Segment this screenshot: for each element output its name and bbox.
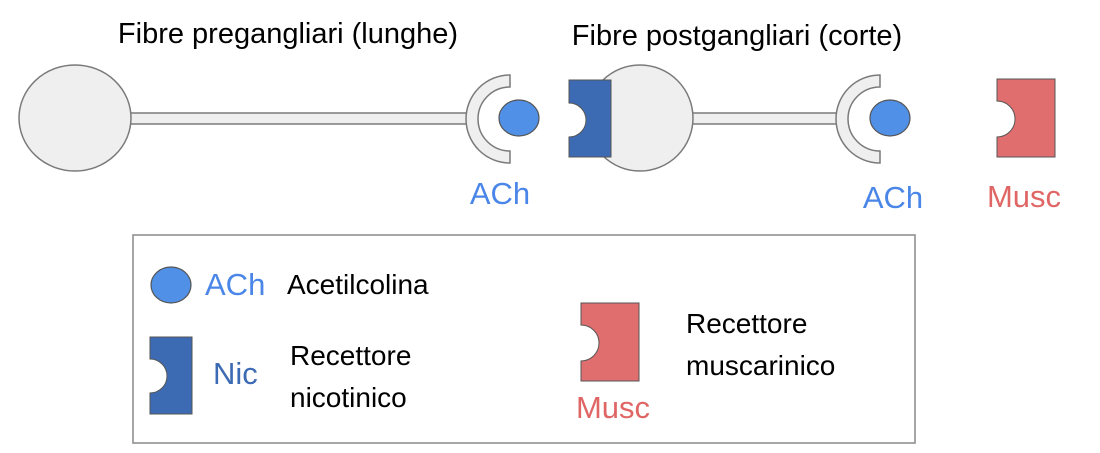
legend: ACh Acetilcolina Nic Recettore nicotinic… (132, 234, 916, 444)
preganglionic-neuron (18, 64, 511, 172)
postganglionic-neuron (586, 64, 881, 172)
nicotinic-receptor-icon (568, 79, 612, 158)
nicotinic-receptor-icon (149, 336, 193, 415)
legend-nic-abbr: Nic (213, 356, 258, 391)
ach-molecule-icon (869, 99, 911, 137)
ach-molecule-icon (498, 99, 540, 137)
ach-label-preganglionic: ACh (470, 176, 530, 211)
ach-molecule-icon (150, 266, 192, 304)
legend-item-ach: ACh Acetilcolina (150, 266, 429, 304)
legend-musc-description-line2: muscarinico (686, 350, 835, 381)
legend-nic-description-line2: nicotinico (290, 382, 407, 413)
musc-label-target: Musc (987, 179, 1061, 214)
muscarinic-receptor-icon (580, 302, 640, 382)
postganglionic-axon (689, 112, 846, 125)
preganglionic-fibers-title: Fibre pregangliari (lunghe) (118, 18, 458, 50)
legend-nic-description-line1: Recettore (290, 340, 411, 371)
preganglionic-terminal (465, 74, 511, 164)
legend-ach-description: Acetilcolina (287, 269, 429, 300)
postganglionic-fibers-title: Fibre postgangliari (corte) (572, 20, 902, 52)
postganglionic-terminal (835, 74, 881, 164)
muscarinic-receptor-icon (996, 78, 1056, 158)
legend-box (132, 234, 916, 444)
preganglionic-cell-body (18, 64, 132, 172)
legend-musc-description-line1: Recettore (686, 308, 807, 339)
legend-ach-abbr: ACh (205, 267, 265, 302)
preganglionic-axon (127, 112, 474, 125)
legend-item-nicotinic: Nic Recettore nicotinico (149, 336, 411, 415)
legend-musc-abbr: Musc (576, 390, 650, 425)
legend-item-muscarinic: Musc Recettore muscarinico (576, 302, 835, 425)
ach-label-postganglionic: ACh (863, 180, 923, 215)
